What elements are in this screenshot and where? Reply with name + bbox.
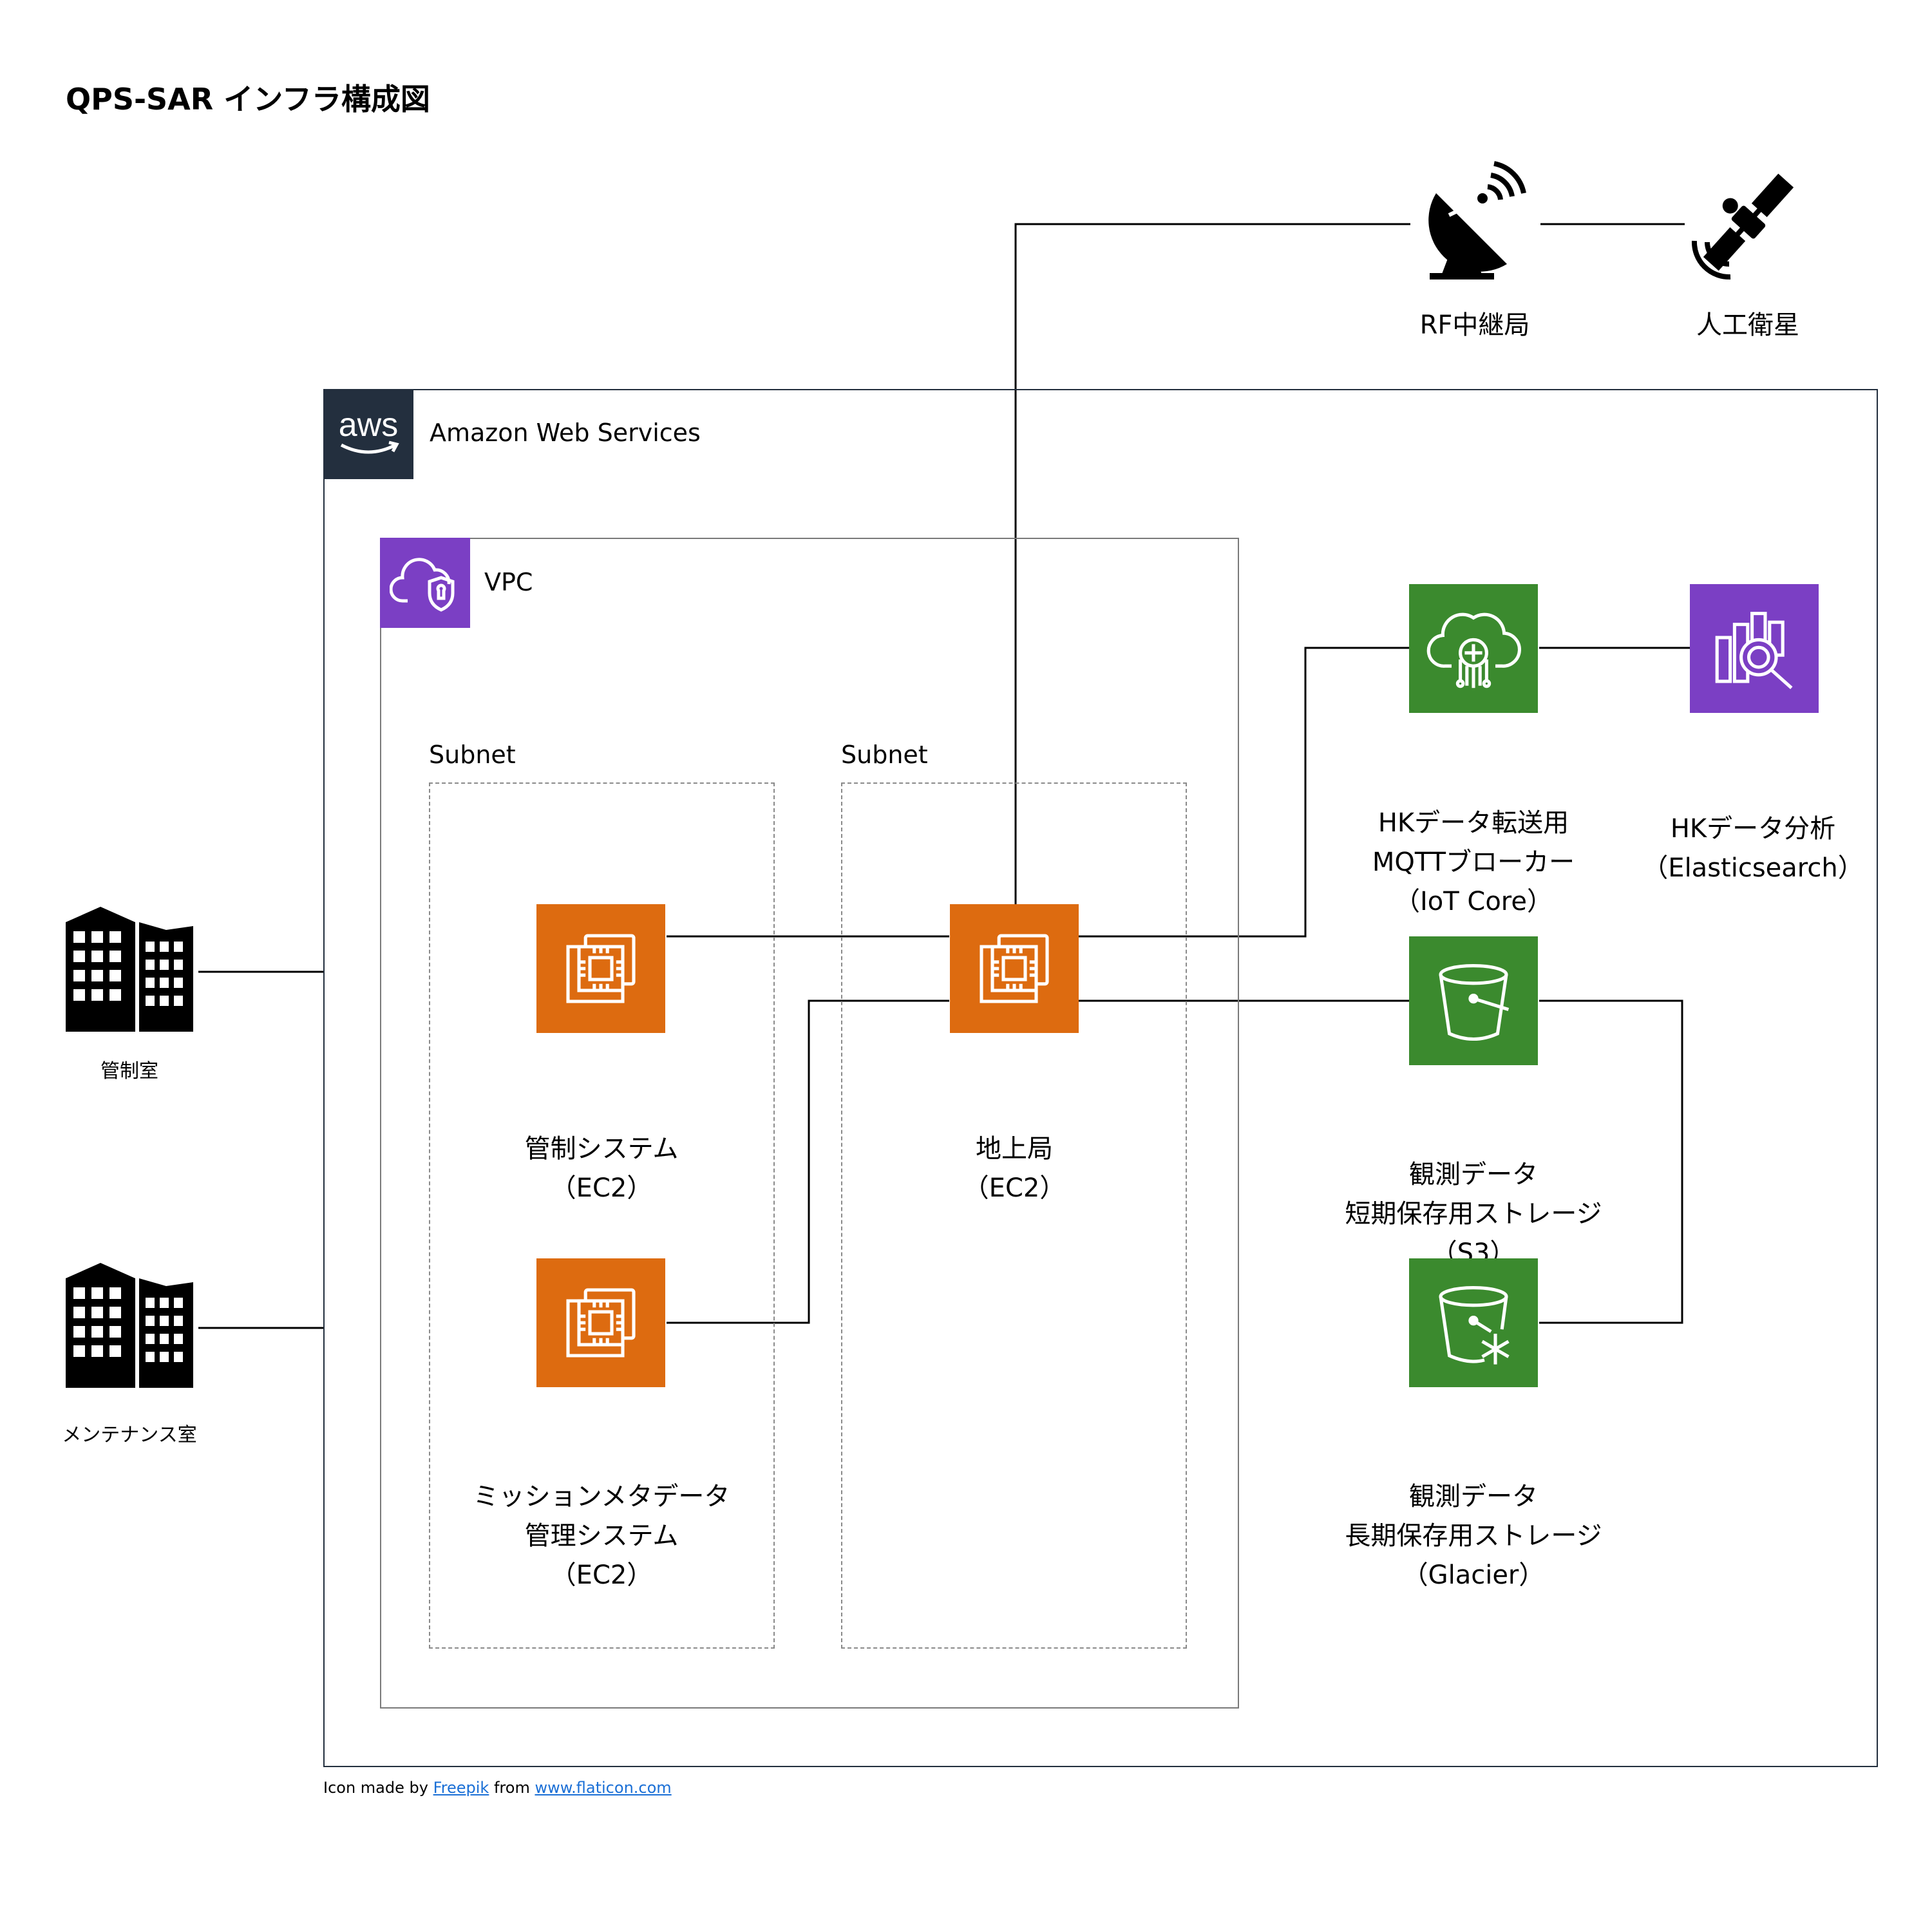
subnet-right bbox=[841, 782, 1187, 1649]
s3-bucket-icon bbox=[1409, 936, 1538, 1065]
control-system-label: 管制システム（EC2） bbox=[524, 1134, 679, 1203]
mission-meta-label: ミッションメタデータ管理システム（EC2） bbox=[473, 1482, 730, 1590]
building-icon bbox=[63, 1259, 196, 1392]
svg-text:aws: aws bbox=[339, 406, 398, 444]
vpc-group bbox=[380, 538, 1239, 1709]
line-ground-to-rf bbox=[1014, 223, 1410, 908]
glacier-storage-label: 観測データ長期保存用ストレージ（Glacier） bbox=[1345, 1482, 1602, 1590]
line-s3-to-glacier bbox=[1539, 999, 1683, 1324]
s3-storage-label: 観測データ短期保存用ストレージ（S3） bbox=[1345, 1160, 1602, 1268]
iot-core-icon bbox=[1409, 584, 1538, 713]
aws-cloud-group bbox=[323, 389, 1878, 1767]
elasticsearch-icon bbox=[1690, 584, 1819, 713]
ec2-instance-icon bbox=[536, 1258, 665, 1387]
ec2-instance-icon bbox=[536, 904, 665, 1033]
ground-station-label: 地上局（EC2） bbox=[963, 1134, 1066, 1203]
subnet-left-label: Subnet bbox=[429, 741, 516, 769]
satellite-label: 人工衛星 bbox=[1696, 310, 1799, 340]
credit-prefix: Icon made by bbox=[323, 1779, 428, 1797]
building-icon bbox=[63, 903, 196, 1036]
glacier-icon bbox=[1409, 1258, 1538, 1387]
page-title: QPS-SAR インフラ構成図 bbox=[66, 82, 430, 117]
line-ground-to-mqtt bbox=[1079, 647, 1410, 938]
subnet-right-label: Subnet bbox=[841, 741, 928, 769]
line-mission-to-ground bbox=[667, 999, 949, 1324]
icon-credit: Icon made by Freepik from www.flaticon.c… bbox=[323, 1779, 672, 1797]
flaticon-link[interactable]: www.flaticon.com bbox=[535, 1779, 672, 1797]
freepik-link[interactable]: Freepik bbox=[433, 1779, 489, 1797]
control-room-label: 管制室 bbox=[100, 1060, 158, 1083]
hk-analysis-label: HKデータ分析（Elasticsearch） bbox=[1642, 814, 1864, 883]
satellite-icon bbox=[1684, 161, 1813, 283]
vpc-icon bbox=[380, 538, 470, 628]
rf-station-label: RF中継局 bbox=[1419, 310, 1530, 340]
ec2-instance-icon bbox=[950, 904, 1079, 1033]
satellite-dish-icon bbox=[1410, 161, 1539, 283]
aws-group-label: Amazon Web Services bbox=[430, 419, 701, 447]
credit-middle: from bbox=[493, 1779, 530, 1797]
maintenance-room-label: メンテナンス室 bbox=[62, 1424, 197, 1446]
aws-logo-icon: aws bbox=[323, 389, 413, 479]
vpc-group-label: VPC bbox=[484, 568, 533, 596]
subnet-left bbox=[429, 782, 775, 1649]
